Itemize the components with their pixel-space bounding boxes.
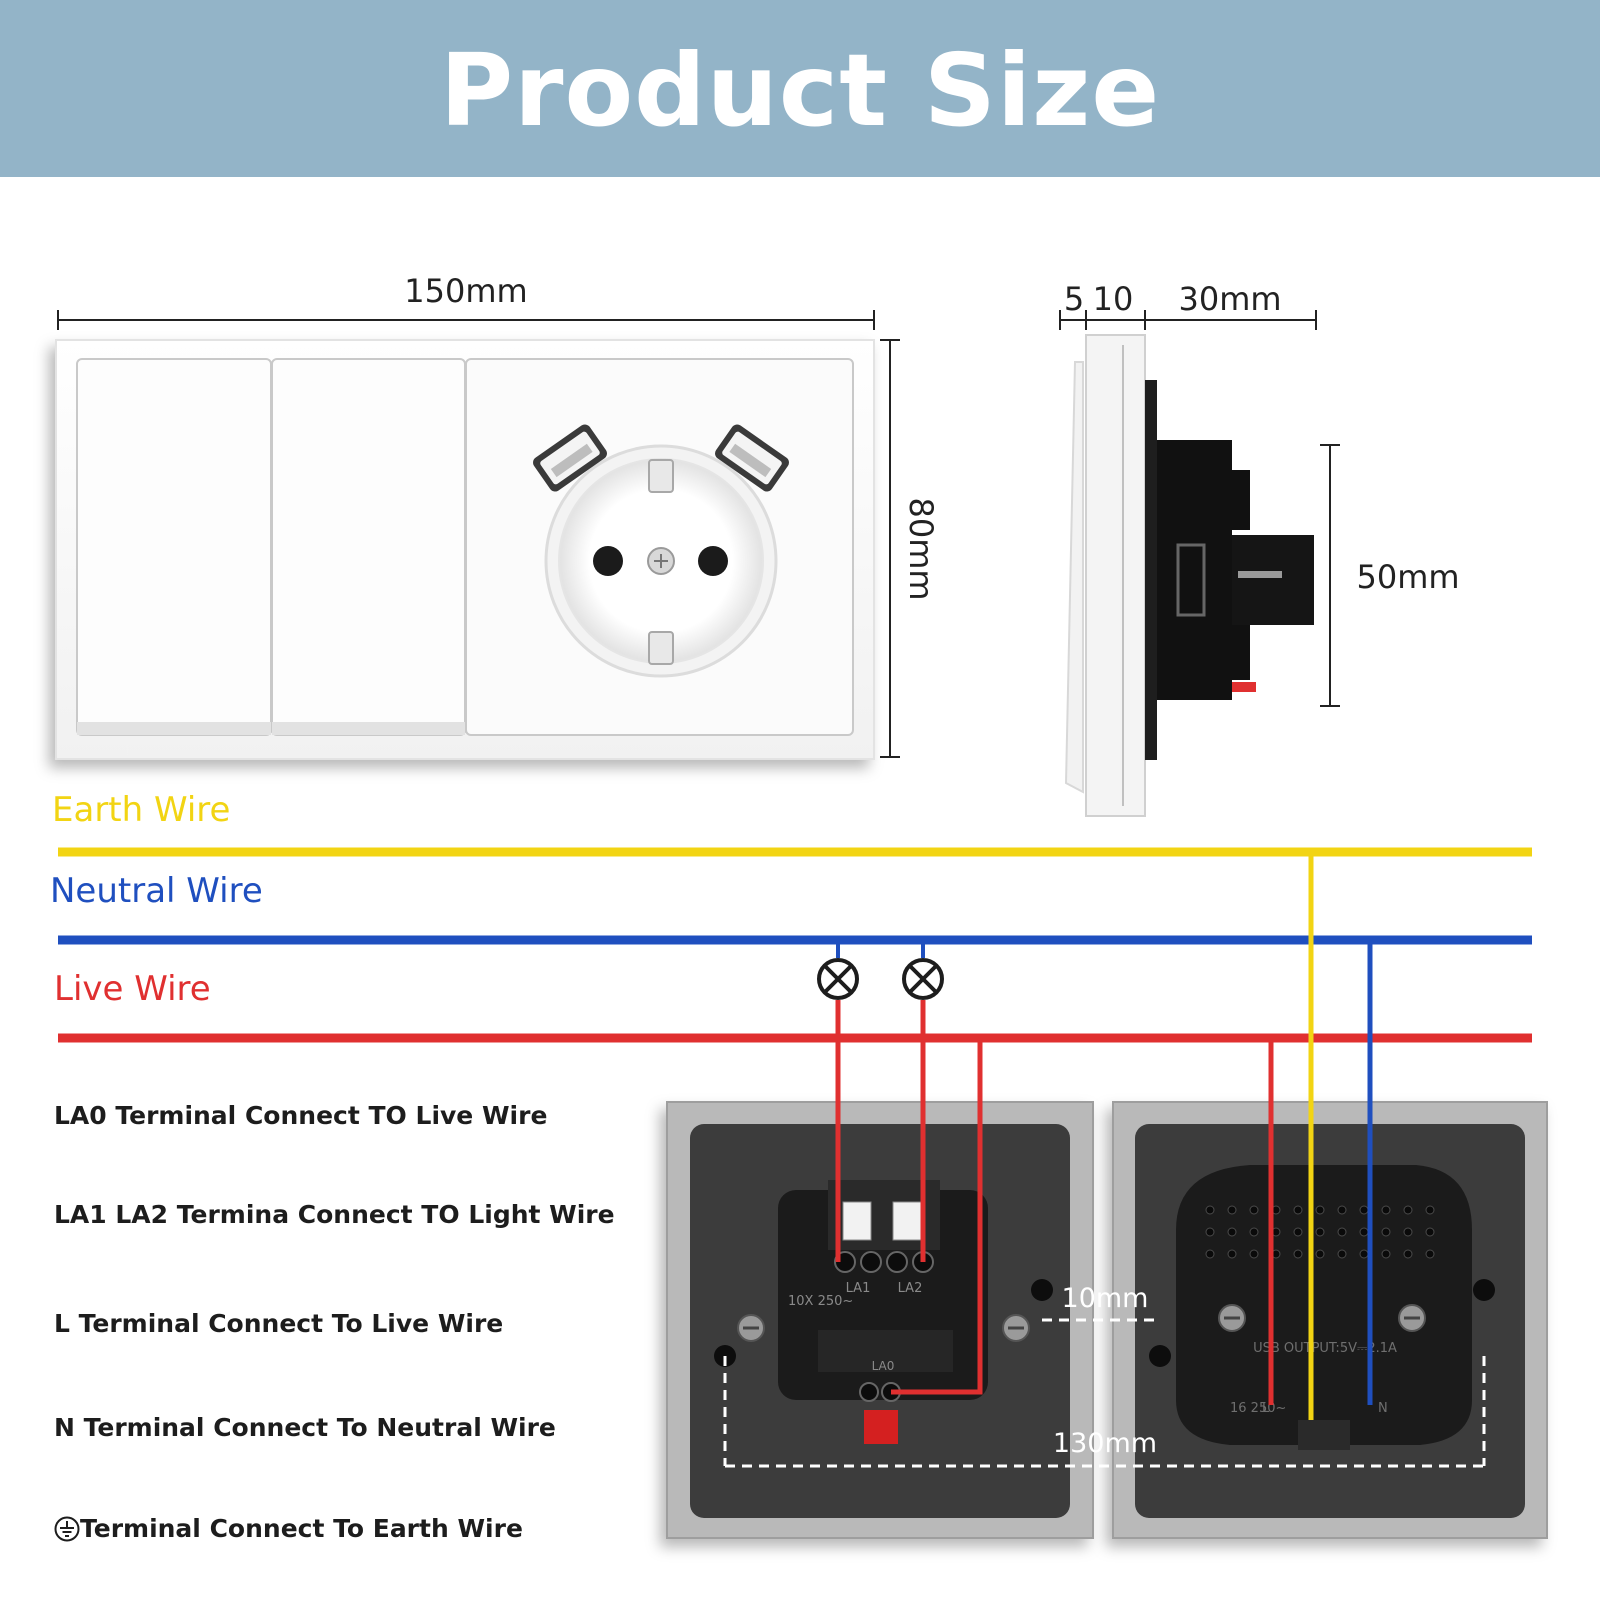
side-top-dimension: 5 10 30mm: [1059, 280, 1317, 330]
socket-module-body: [1176, 1165, 1472, 1445]
live-wire-label: Live Wire: [54, 969, 211, 1009]
la0-release-tab: [864, 1410, 898, 1444]
earth-clip-bottom: [648, 631, 674, 665]
side-mount-plate: [1145, 380, 1157, 760]
side-rocker: [1064, 361, 1084, 794]
switch-rocker-left: [76, 358, 272, 736]
front-width-label: 150mm: [404, 272, 527, 310]
side-usb-module: [1232, 535, 1314, 625]
terminal-instruction-earth-text: Terminal Connect To Earth Wire: [80, 1514, 523, 1543]
side-depth-label: 30mm: [1178, 280, 1281, 318]
switch-rocker-right: [271, 358, 466, 736]
neutral-wire-label: Neutral Wire: [50, 871, 263, 911]
lamp-symbol-2: [902, 958, 944, 1000]
front-height-label: 80mm: [902, 497, 940, 600]
socket-pin-hole-right: [698, 546, 728, 576]
side-height-dimension: 50mm: [1320, 444, 1460, 707]
back-view-socket: USB OUTPUT:5V⎓2.1A 16 250~ L N: [1112, 1101, 1548, 1539]
terminal-instruction-earth: Terminal Connect To Earth Wire: [54, 1514, 523, 1543]
n-terminal-silk: N: [1378, 1401, 1388, 1416]
earth-symbol-icon: [54, 1516, 80, 1542]
earth-clip-top: [648, 459, 674, 493]
back-gap-dimension: 10mm: [1042, 1283, 1160, 1322]
terminal-instruction-n: N Terminal Connect To Neutral Wire: [54, 1413, 556, 1442]
wire-bus: [58, 847, 1532, 1043]
front-view: [55, 339, 875, 760]
front-height-dimension: 80mm: [880, 339, 940, 758]
live-feed-la0: [891, 1038, 983, 1395]
socket-rating-silk: 16 250~: [1230, 1401, 1286, 1416]
lamp-symbol-1: [817, 958, 859, 1000]
page-title: Product Size: [439, 32, 1161, 149]
back-spacing-dimension: 130mm: [723, 1356, 1486, 1468]
front-width-dimension: 150mm: [57, 272, 875, 330]
header-banner: Product Size: [0, 0, 1600, 177]
usb-vent-holes: [1205, 1205, 1435, 1259]
l-terminal-silk: L: [1262, 1401, 1270, 1416]
switch-rating-silk: 10X 250~: [788, 1294, 853, 1309]
back-view-switch: LA1 LA2 10X 250~ LA0: [666, 1101, 1094, 1539]
terminal-instruction-la0: LA0 Terminal Connect TO Live Wire: [54, 1101, 548, 1130]
back-spacing-label: 130mm: [1053, 1428, 1157, 1459]
la1-silk: LA1: [846, 1281, 871, 1296]
la2-silk: LA2: [898, 1281, 923, 1296]
usb-output-silk: USB OUTPUT:5V⎓2.1A: [1253, 1341, 1397, 1356]
side-frame: [1085, 334, 1146, 817]
terminal-instruction-la1-la2: LA1 LA2 Termina Connect TO Light Wire: [54, 1200, 615, 1229]
side-frame-a-label: 5: [1064, 280, 1084, 318]
earth-wire-label: Earth Wire: [52, 790, 231, 830]
la0-silk: LA0: [872, 1359, 895, 1373]
side-view: [1064, 334, 1314, 817]
socket-pin-hole-left: [593, 546, 623, 576]
side-body-height-label: 50mm: [1356, 558, 1459, 596]
wire-drops: [835, 852, 1373, 1420]
side-frame-b-label: 10: [1093, 280, 1134, 318]
back-gap-label: 10mm: [1062, 1283, 1149, 1314]
terminal-instruction-l: L Terminal Connect To Live Wire: [54, 1309, 504, 1338]
